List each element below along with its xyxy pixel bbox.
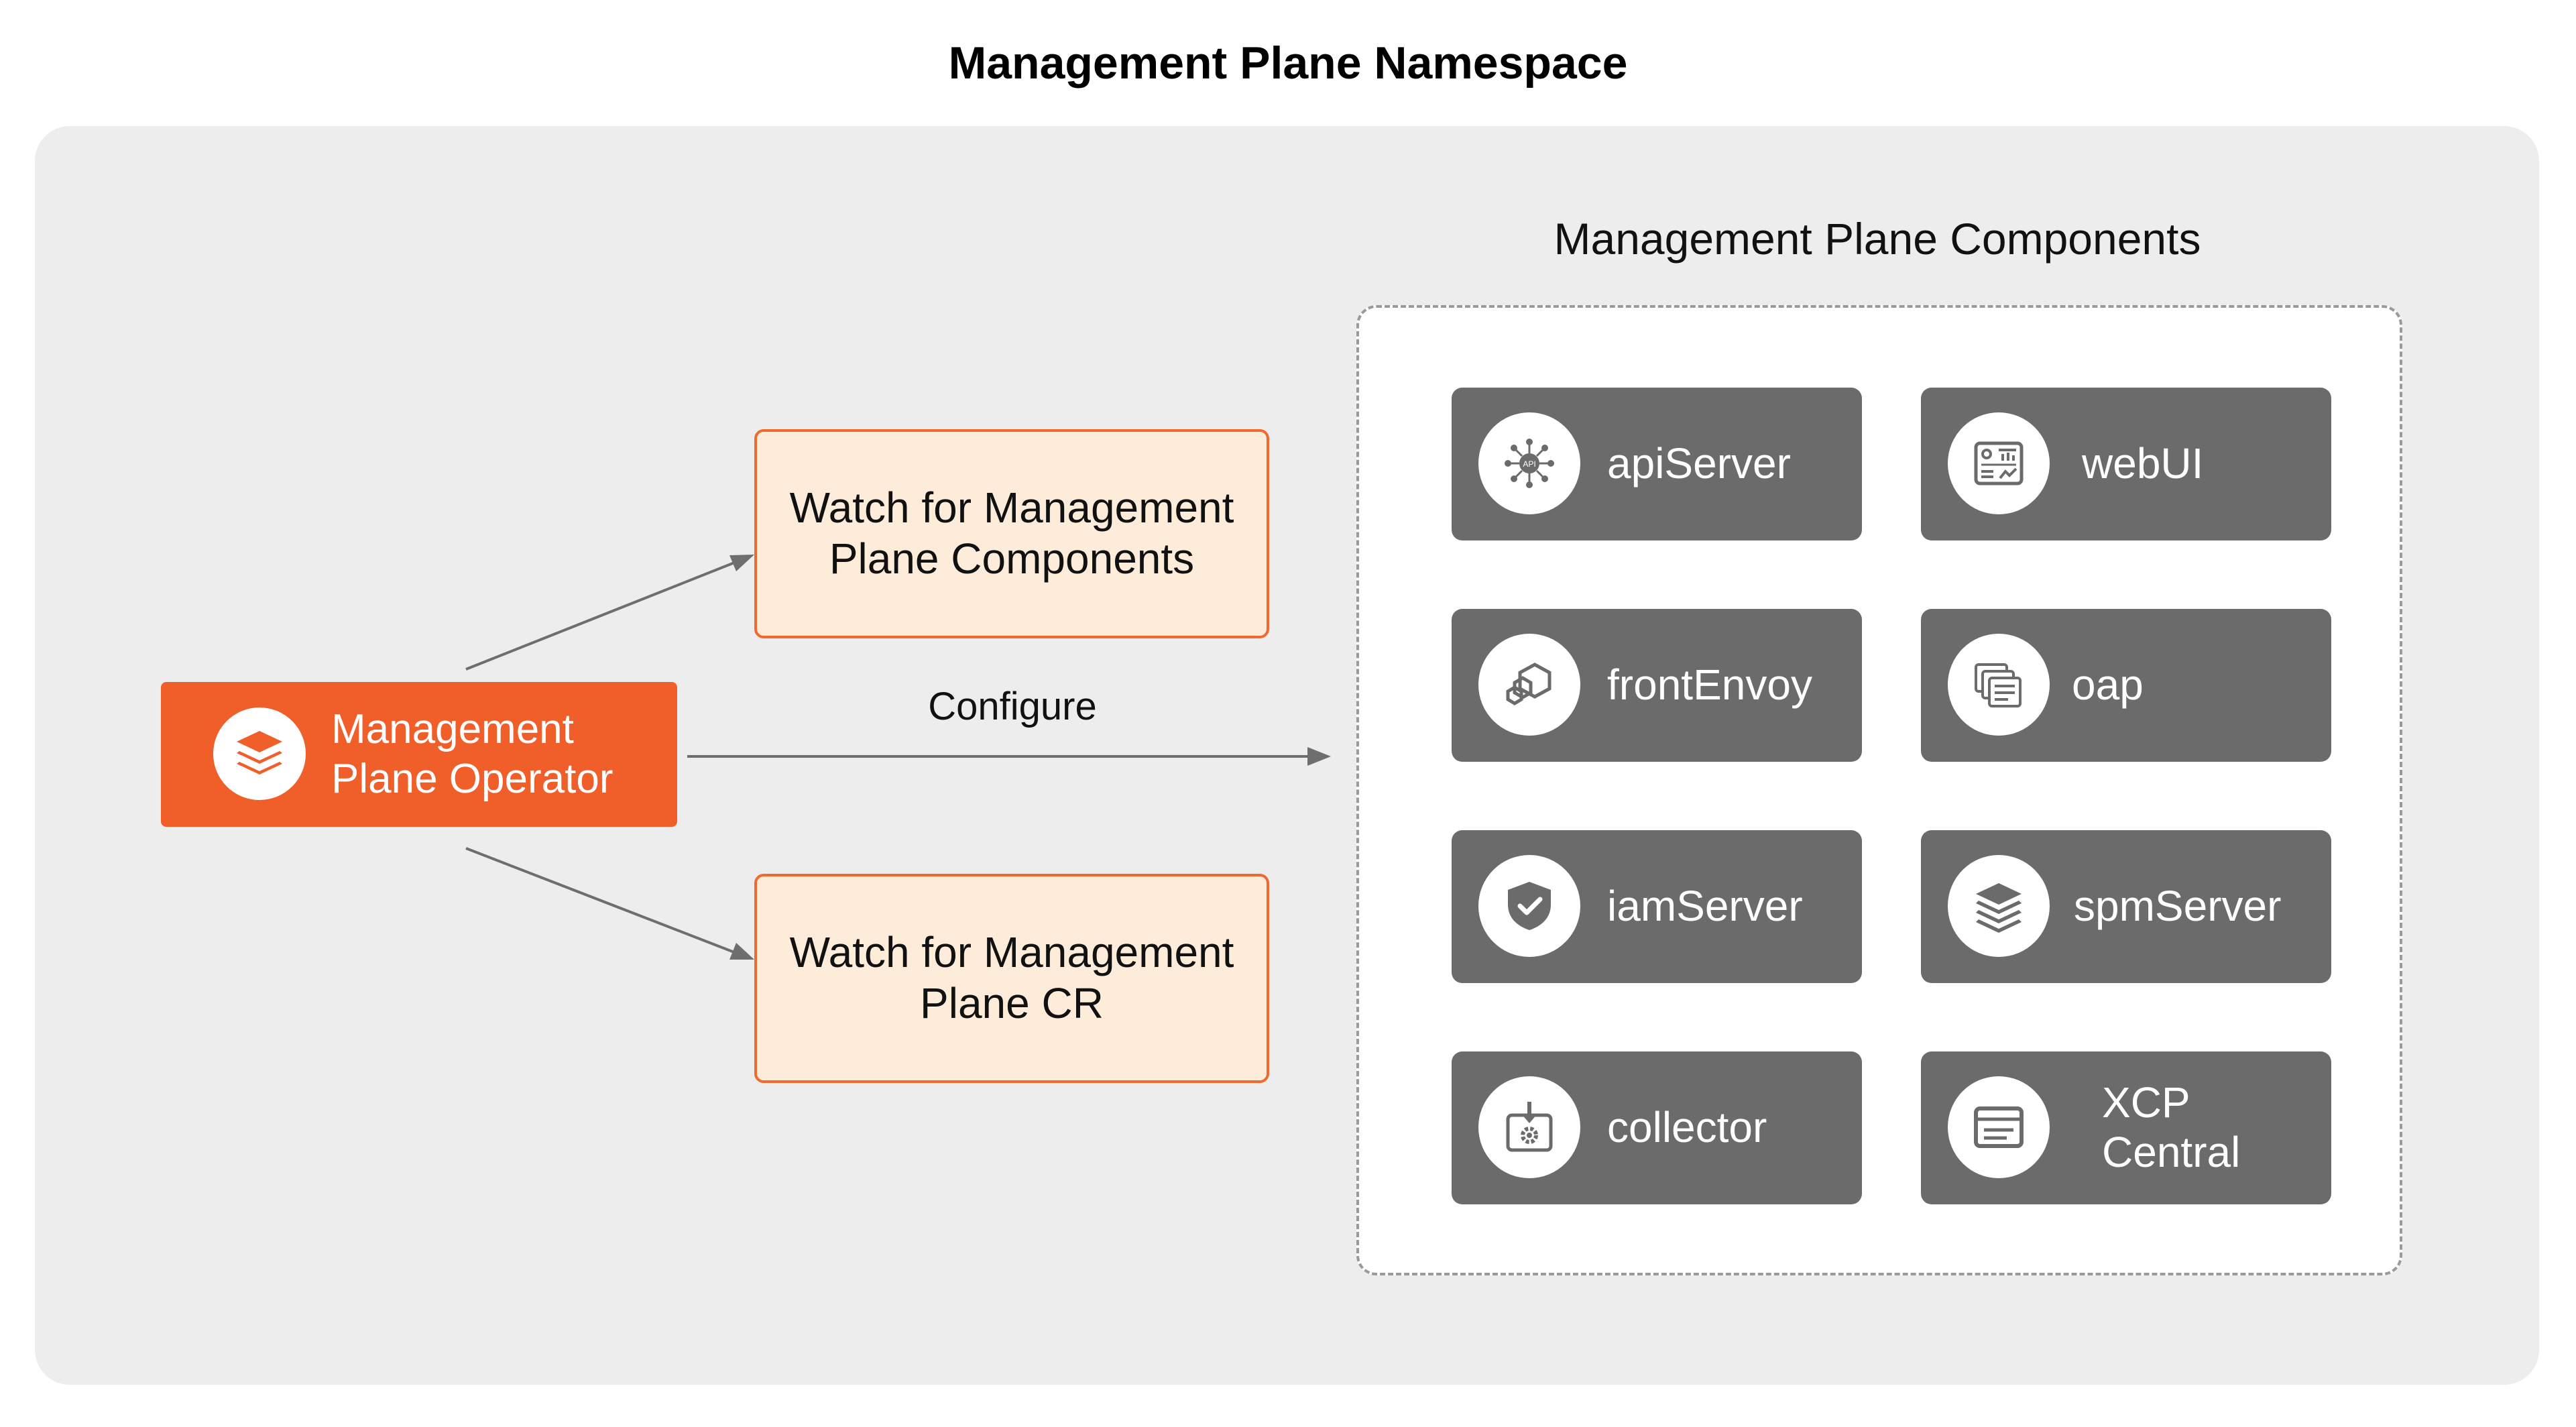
api-icon: API: [1505, 439, 1554, 488]
diagram-title: Management Plane Namespace: [948, 38, 1628, 89]
arrow-to-watch-components: [465, 555, 750, 671]
operator-label: Management Plane Operator: [331, 705, 613, 802]
cubes-icon: [1506, 663, 1552, 705]
svg-text:API: API: [1523, 459, 1535, 469]
component-oap[interactable]: oap: [1921, 609, 2331, 762]
watch-components-box[interactable]: Watch for Management Plane Components: [754, 429, 1269, 638]
component-xcp-central[interactable]: XCP Central: [1921, 1051, 2331, 1204]
watch-cr-box[interactable]: Watch for Management Plane CR: [754, 874, 1269, 1083]
component-label: webUI: [2082, 439, 2204, 488]
component-label: iamServer: [1607, 882, 1803, 931]
component-spmserver[interactable]: spmServer: [1921, 830, 2331, 983]
component-label: oap: [2072, 661, 2144, 709]
arrowhead-watch-components: [729, 555, 754, 571]
component-label: spmServer: [2074, 882, 2282, 931]
download-gear-icon: [1506, 1102, 1553, 1152]
component-iamserver[interactable]: iamServer: [1452, 830, 1862, 983]
arrow-to-watch-cr: [465, 847, 735, 954]
dashboard-icon: [1974, 441, 2024, 486]
shield-check-icon: [1508, 882, 1551, 930]
component-frontenvoy[interactable]: frontEnvoy: [1452, 609, 1862, 762]
component-apiserver[interactable]: API apiServer: [1452, 388, 1862, 540]
component-label: apiServer: [1607, 439, 1791, 488]
component-collector[interactable]: collector: [1452, 1051, 1862, 1204]
stack-icon: [1976, 883, 2022, 933]
arrowhead-watch-cr: [729, 943, 754, 960]
components-title: Management Plane Components: [1554, 214, 2201, 264]
component-webui[interactable]: webUI: [1921, 388, 2331, 540]
component-label: frontEnvoy: [1607, 661, 1812, 709]
files-icon: [1975, 663, 2022, 707]
layers-icon: [237, 731, 282, 775]
arrowhead-configure: [1307, 747, 1331, 766]
window-icon: [1974, 1106, 2024, 1148]
component-label: XCP Central: [2102, 1078, 2241, 1176]
configure-label: Configure: [928, 685, 1097, 728]
management-plane-operator[interactable]: Management Plane Operator: [161, 682, 677, 827]
component-label: collector: [1607, 1103, 1767, 1152]
